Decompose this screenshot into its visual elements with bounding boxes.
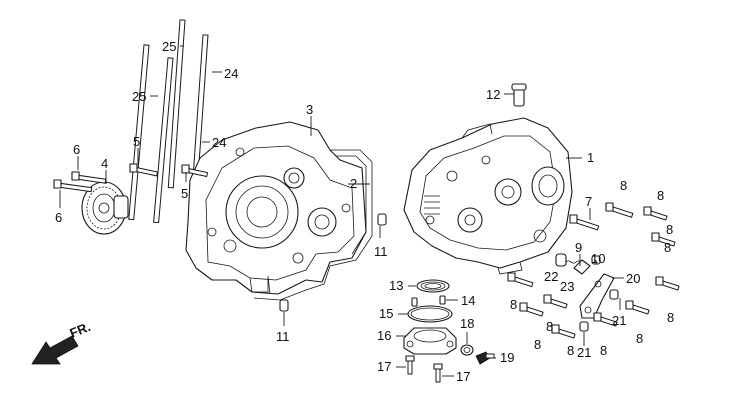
callout-21b: 21: [577, 345, 591, 360]
right-crankcase: [403, 117, 573, 275]
callout-8j: 8: [667, 310, 674, 325]
callout-numbers: 1 2 3 4 5 5 6 6 7 8 8 8 8 8 8 8 8 8 8 8 …: [55, 39, 674, 384]
callout-6b: 6: [55, 210, 62, 225]
washer-18: [460, 344, 474, 356]
oil-pump: [81, 181, 129, 235]
pump-bolts: [53, 163, 209, 193]
callout-24a: 24: [212, 135, 226, 150]
callout-8f: 8: [534, 337, 541, 352]
callout-8h: 8: [600, 343, 607, 358]
callout-21a: 21: [612, 313, 626, 328]
callout-19: 19: [500, 350, 514, 365]
left-crankcase: [185, 121, 367, 295]
callout-17b: 17: [456, 369, 470, 384]
callout-9: 9: [575, 240, 582, 255]
callout-8i: 8: [636, 331, 643, 346]
callout-24b: 24: [224, 66, 238, 81]
callout-23: 23: [560, 279, 574, 294]
crankcase-gasket: [253, 149, 373, 301]
callout-22: 22: [544, 269, 558, 284]
callout-8a: 8: [620, 178, 627, 193]
arrow-icon: [31, 335, 79, 365]
callout-8c: 8: [666, 222, 673, 237]
leader-lines: [59, 45, 624, 377]
shift-parts: [555, 253, 619, 332]
stud-bolts: [128, 19, 209, 224]
stud-bolt-25a: [128, 44, 150, 221]
callout-8k: 8: [664, 240, 671, 255]
direction-label: FR.: [68, 319, 93, 341]
callout-3: 3: [306, 102, 313, 117]
callout-25a: 25: [132, 89, 146, 104]
callout-5b: 5: [181, 186, 188, 201]
callout-7: 7: [585, 194, 592, 209]
callout-8d: 8: [510, 297, 517, 312]
callout-18: 18: [460, 316, 474, 331]
dowel-pin-upper: [377, 213, 387, 226]
callout-25b: 25: [162, 39, 176, 54]
callout-6a: 6: [73, 142, 80, 157]
dowel-pin-lower: [279, 299, 289, 312]
callout-2: 2: [350, 176, 357, 191]
cover-16: [403, 327, 457, 355]
stopper-arm-9: [573, 259, 591, 275]
callout-11a: 11: [374, 244, 388, 259]
callout-16: 16: [377, 328, 391, 343]
callout-12: 12: [486, 87, 500, 102]
callout-15: 15: [379, 306, 393, 321]
callout-5a: 5: [133, 134, 140, 149]
callout-17a: 17: [377, 359, 391, 374]
callout-10: 10: [591, 251, 605, 266]
collar-22: [555, 253, 567, 267]
callout-8g: 8: [567, 343, 574, 358]
case-bolts: [507, 202, 680, 339]
callout-4: 4: [101, 156, 108, 171]
callout-8b: 8: [657, 188, 664, 203]
oil-screen-assembly: [403, 279, 495, 383]
stud-bolt-24a: [167, 19, 186, 189]
callout-13: 13: [389, 278, 403, 293]
callout-14: 14: [461, 293, 475, 308]
stud-bolt-25b: [153, 57, 174, 224]
crank-bore: [225, 175, 299, 249]
front-direction-arrow: FR.: [31, 319, 93, 365]
callout-8e: 8: [546, 319, 553, 334]
callout-20: 20: [626, 271, 640, 286]
plug-12: [511, 83, 527, 107]
callout-11b: 11: [276, 329, 290, 344]
callout-1: 1: [587, 150, 594, 165]
